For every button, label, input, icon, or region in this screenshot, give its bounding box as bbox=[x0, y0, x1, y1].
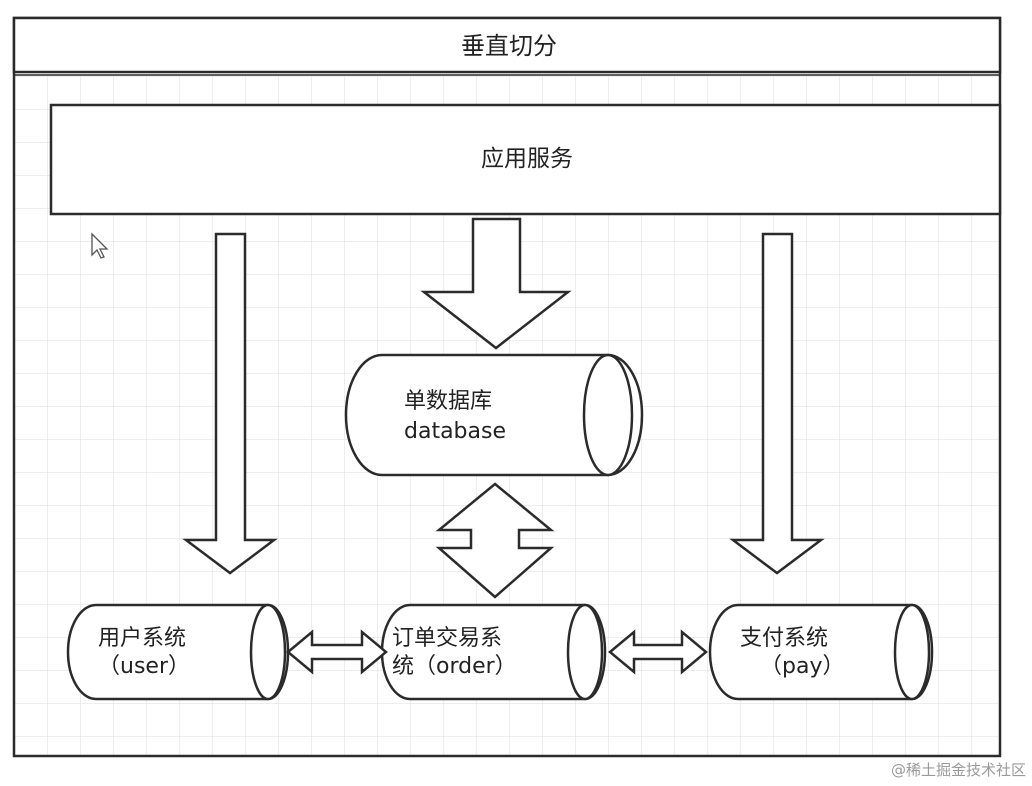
arrow-down-to-pay bbox=[729, 232, 825, 575]
order-system-cylinder: 订单交易系 统（order） bbox=[380, 603, 607, 701]
arrow-user-order-bidirectional bbox=[286, 629, 388, 675]
app-service-label: 应用服务 bbox=[481, 146, 573, 172]
database-label-en: database bbox=[404, 419, 506, 444]
user-system-label-en: （user） bbox=[98, 654, 190, 679]
pay-system-label-en: （pay） bbox=[760, 654, 844, 679]
arrow-down-to-user bbox=[182, 232, 278, 575]
user-system-label-cn: 用户系统 bbox=[98, 626, 186, 651]
arrow-order-pay-bidirectional bbox=[608, 629, 708, 675]
title-bar bbox=[12, 16, 1002, 74]
order-system-label-line1: 订单交易系 bbox=[392, 626, 502, 651]
arrow-database-order-bidirectional bbox=[435, 482, 555, 599]
watermark-text: @稀土掘金技术社区 bbox=[890, 761, 1026, 779]
order-system-label-line2: 统（order） bbox=[392, 654, 517, 679]
database-cylinder: 单数据库 database bbox=[344, 353, 644, 477]
arrow-down-to-database bbox=[420, 217, 572, 350]
mouse-pointer-icon bbox=[91, 232, 109, 259]
app-service-box bbox=[49, 103, 1002, 216]
database-label-cn: 单数据库 bbox=[404, 389, 492, 414]
pay-system-cylinder: 支付系统 （pay） bbox=[708, 603, 934, 701]
user-system-cylinder: 用户系统 （user） bbox=[66, 603, 290, 701]
pay-system-label-cn: 支付系统 bbox=[740, 626, 828, 651]
diagram-title: 垂直切分 bbox=[461, 32, 557, 60]
